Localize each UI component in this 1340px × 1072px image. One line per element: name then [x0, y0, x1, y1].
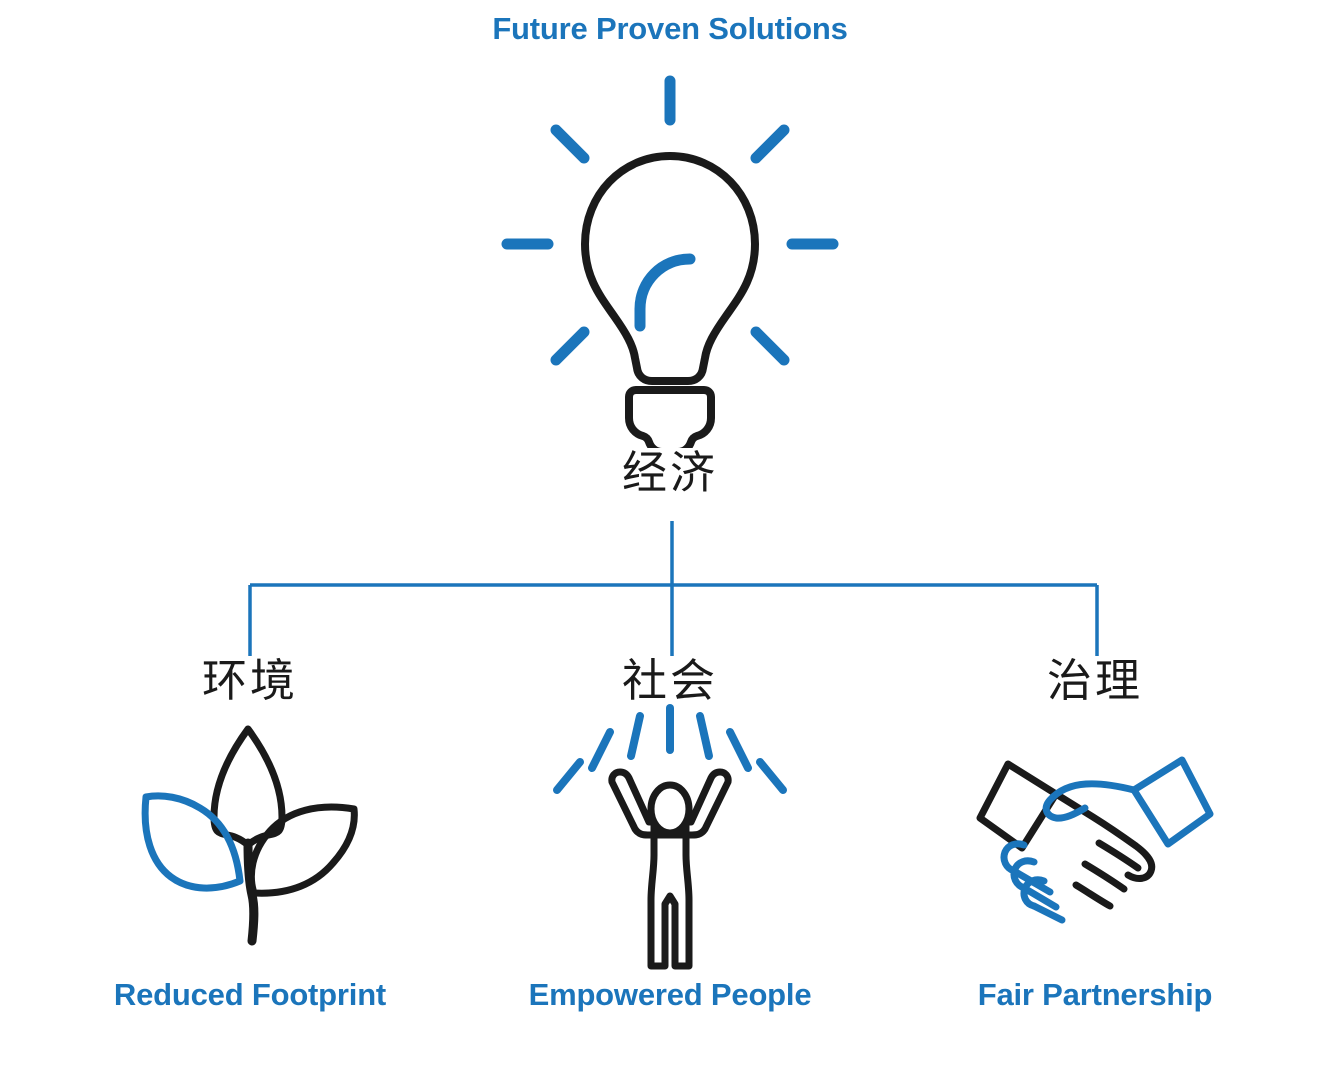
sprout-leaves-icon [141, 725, 358, 946]
branch-governance: 治理 [885, 640, 1305, 1072]
branch-label-social: 社会 [621, 654, 718, 707]
branch-label-governance: 治理 [1046, 654, 1143, 707]
handshake-icon [976, 756, 1214, 924]
branch-icon-wrap-governance [885, 702, 1305, 972]
top-node-economy: 经济 [480, 68, 860, 518]
connector-tree [248, 521, 1099, 656]
branch-caption-environment: Reduced Footprint [113, 977, 387, 1012]
person-arms-raised-icon [553, 704, 787, 970]
lightbulb-icon [501, 75, 839, 448]
branch-caption-governance: Fair Partnership [977, 977, 1213, 1012]
branch-environment: 环境 Reduced Footprint [40, 640, 460, 1072]
page-title: Future Proven Solutions [492, 11, 848, 46]
branches-row: 环境 Reduced Footprint 社会 [0, 640, 1340, 1072]
top-node-label: 经济 [621, 446, 718, 499]
branch-social: 社会 [460, 640, 880, 1072]
branch-icon-wrap-social [460, 702, 880, 972]
branch-icon-wrap-environment [40, 702, 460, 972]
branch-caption-social: Empowered People [528, 977, 812, 1012]
branch-label-environment: 环境 [201, 654, 298, 707]
